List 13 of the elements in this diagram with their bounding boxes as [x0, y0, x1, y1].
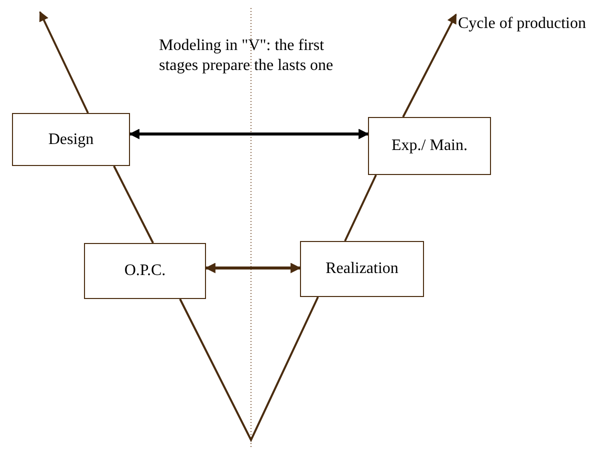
diagram-note: Modeling in "V": the first stages prepare the lasts one [159, 36, 334, 76]
stage-box: Exp./ Main. [368, 117, 491, 175]
arrow [128, 128, 370, 140]
stage-box: Design [12, 113, 130, 166]
arrow [39, 11, 89, 114]
connector-line [113, 166, 154, 244]
arrow [402, 14, 457, 118]
stage-box: O.P.C. [84, 243, 206, 299]
connector-line [344, 174, 377, 242]
cycle-label: Cycle of production [458, 12, 586, 36]
connector-line [179, 296, 319, 442]
arrow [204, 262, 302, 274]
stage-box: Realization [300, 241, 424, 297]
